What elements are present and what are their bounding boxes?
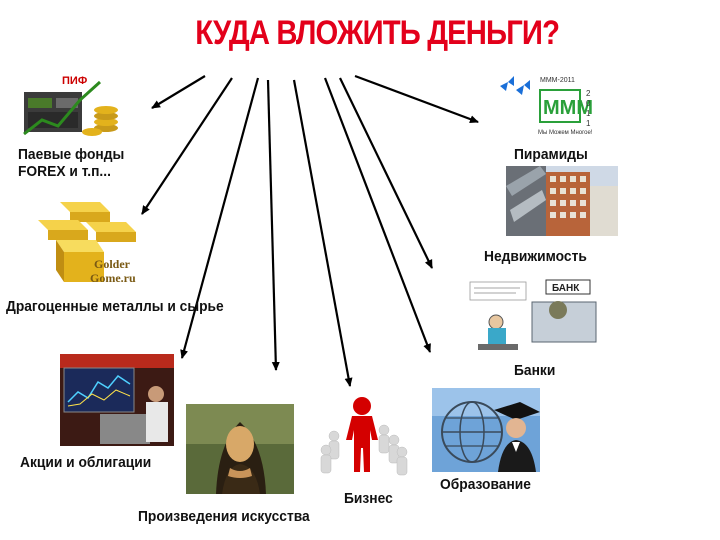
stocks-image [60, 354, 174, 446]
realestate-image [506, 166, 618, 236]
arrow-to-metals [142, 78, 232, 214]
pyramids-label: Пирамиды [514, 146, 588, 163]
banks-pic-sign: БАНК [552, 283, 580, 294]
business-label: Бизнес [344, 490, 393, 507]
arrow-to-banks [325, 78, 430, 352]
banks-image: БАНК [458, 276, 600, 352]
art-label: Произведения искусства [138, 508, 310, 525]
arrow-to-business [294, 80, 350, 386]
pyramids-year-3: 1 [586, 109, 591, 118]
pyramids-image: МММ-2011 МММ 2 0 1 1 Мы Можем Многое! [494, 72, 606, 138]
arrow-to-pyramids [355, 76, 478, 122]
education-image [432, 388, 540, 472]
stocks-label: Акции и облигации [20, 454, 151, 471]
metals-label: Драгоценные металлы и сырье [6, 298, 224, 315]
art-image [186, 404, 294, 494]
funds-label-line2: FOREX и т.п... [18, 163, 124, 180]
realestate-label: Недвижимость [484, 248, 587, 265]
metals-pic-text-2: Gome.ru [90, 271, 136, 285]
arrow-to-funds [152, 76, 205, 108]
arrow-to-art [268, 80, 276, 370]
banks-label: Банки [514, 362, 555, 379]
education-label: Образование [440, 476, 531, 493]
metals-pic-text-1: Golder [94, 257, 131, 271]
pyramids-pic-top: МММ-2011 [540, 77, 575, 84]
funds-pic-text: ПИФ [62, 75, 87, 87]
metals-image: Golder Gome.ru [30, 196, 138, 288]
pyramids-year-4: 1 [586, 119, 591, 128]
arrow-to-stocks [182, 78, 258, 358]
funds-label: Паевые фонды FOREX и т.п... [18, 146, 124, 180]
business-image [316, 392, 410, 486]
funds-label-line1: Паевые фонды [18, 146, 124, 163]
funds-image: ПИФ [22, 72, 122, 142]
pyramids-year-2: 0 [586, 99, 591, 108]
pyramids-year-1: 2 [586, 89, 591, 98]
pyramids-pic-bottom: Мы Можем Многое! [538, 130, 593, 136]
